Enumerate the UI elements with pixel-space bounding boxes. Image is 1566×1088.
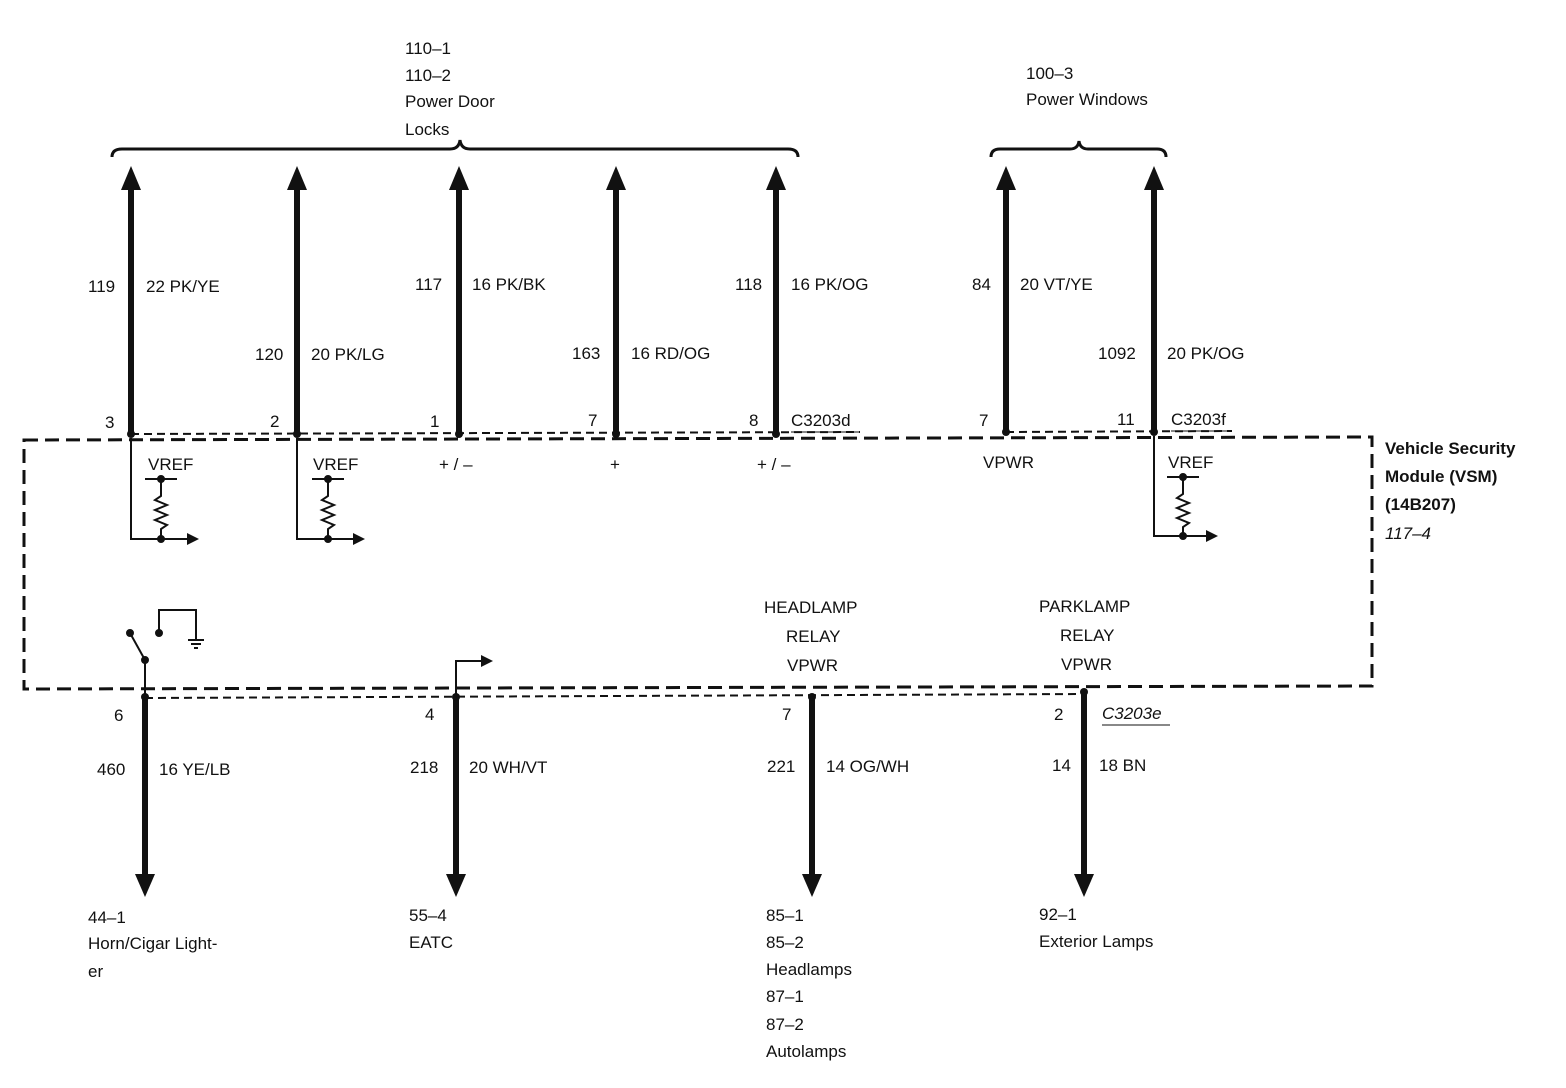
top-wire-6 bbox=[996, 166, 1016, 436]
bottom-wire-4 bbox=[1074, 688, 1094, 897]
top-wire-5 bbox=[766, 166, 786, 438]
dest-exterior-ref: 92–1 bbox=[1039, 905, 1077, 924]
top-wire-1-color: 22 PK/YE bbox=[146, 277, 220, 296]
door-locks-title-1: Power Door bbox=[405, 92, 495, 111]
door-locks-ref-2: 110–2 bbox=[405, 66, 451, 85]
internal-label-pin11: VREF bbox=[1168, 453, 1213, 472]
power-windows-ref: 100–3 bbox=[1026, 64, 1073, 83]
bottom-wire-2-pin: 4 bbox=[425, 705, 434, 724]
dest-eatc-title: EATC bbox=[409, 933, 453, 952]
bottom-wire-3 bbox=[802, 693, 822, 897]
parklamp-relay-label-1: PARKLAMP bbox=[1039, 597, 1130, 616]
bottom-wire-3-circuit: 221 bbox=[767, 757, 795, 776]
internal-label-pin2: VREF bbox=[313, 455, 358, 474]
top-wire-5-pin: 8 bbox=[749, 411, 758, 430]
connector-f-label: C3203f bbox=[1171, 410, 1226, 429]
pullup-resistor-pin2 bbox=[296, 438, 365, 545]
bottom-wire-1-color: 16 YE/LB bbox=[159, 760, 231, 779]
top-wire-3-circuit: 117 bbox=[415, 275, 442, 294]
top-wire-5-color: 16 PK/OG bbox=[791, 275, 868, 294]
connector-e-line bbox=[144, 693, 1085, 699]
top-wire-2-circuit: 120 bbox=[255, 345, 283, 364]
eatc-internal-ref bbox=[455, 655, 493, 695]
bottom-wire-1-circuit: 460 bbox=[97, 760, 125, 779]
door-locks-ref-1: 110–1 bbox=[405, 39, 451, 58]
top-wire-7-pin: 11 bbox=[1117, 410, 1135, 429]
horn-relay-switch bbox=[126, 609, 197, 695]
dest-headlamps-ref-1: 85–1 bbox=[766, 906, 804, 925]
bottom-wire-1 bbox=[135, 693, 155, 897]
bottom-wire-4-color: 18 BN bbox=[1099, 756, 1146, 775]
top-wire-1 bbox=[121, 166, 141, 438]
headlamp-relay-label-2: RELAY bbox=[786, 627, 841, 646]
parklamp-relay-label-2: RELAY bbox=[1060, 626, 1115, 645]
bottom-wire-4-circuit: 14 bbox=[1052, 756, 1071, 775]
dest-eatc-ref: 55–4 bbox=[409, 906, 447, 925]
internal-label-pin1: + / – bbox=[439, 455, 473, 474]
dest-horn-ref: 44–1 bbox=[88, 908, 126, 927]
top-wire-2 bbox=[287, 166, 307, 438]
dest-headlamps-title: Headlamps bbox=[766, 960, 852, 979]
module-boundary bbox=[22, 435, 1374, 691]
dest-autolamps-ref-2: 87–2 bbox=[766, 1015, 804, 1034]
dest-autolamps-title: Autolamps bbox=[766, 1042, 846, 1061]
top-wire-3 bbox=[449, 166, 469, 438]
top-wire-6-circuit: 84 bbox=[972, 275, 991, 294]
top-wire-1-pin: 3 bbox=[105, 413, 114, 432]
bottom-wire-2-circuit: 218 bbox=[410, 758, 438, 777]
bottom-wire-3-color: 14 OG/WH bbox=[826, 757, 909, 776]
bottom-wire-2 bbox=[446, 693, 466, 897]
top-wire-6-pin: 7 bbox=[979, 411, 988, 430]
door-locks-brace bbox=[110, 139, 800, 158]
top-wire-1-circuit: 119 bbox=[88, 277, 115, 296]
bottom-wire-3-pin: 7 bbox=[782, 705, 791, 724]
module-name-line-3: (14B207) bbox=[1385, 495, 1456, 514]
top-wire-2-pin: 2 bbox=[270, 412, 279, 431]
connector-d-line bbox=[130, 431, 861, 435]
dest-horn-title-1: Horn/Cigar Light- bbox=[88, 934, 217, 953]
internal-label-pin3: VREF bbox=[148, 455, 193, 474]
internal-label-pin7a: + bbox=[610, 455, 620, 474]
top-wire-6-color: 20 VT/YE bbox=[1020, 275, 1093, 294]
top-wire-3-color: 16 PK/BK bbox=[472, 275, 546, 294]
internal-label-pin7b: VPWR bbox=[983, 453, 1034, 472]
top-wire-3-pin: 1 bbox=[430, 412, 439, 431]
top-wire-7-circuit: 1092 bbox=[1098, 344, 1136, 363]
module-ref: 117–4 bbox=[1385, 524, 1431, 543]
top-wire-4-color: 16 RD/OG bbox=[631, 344, 710, 363]
headlamp-relay-label-3: VPWR bbox=[787, 656, 838, 675]
internal-label-pin8: + / – bbox=[757, 455, 791, 474]
power-windows-title: Power Windows bbox=[1026, 90, 1148, 109]
module-name-line-2: Module (VSM) bbox=[1385, 467, 1497, 486]
top-wire-7 bbox=[1144, 166, 1164, 436]
ground-icon bbox=[188, 639, 204, 649]
dest-autolamps-ref-1: 87–1 bbox=[766, 987, 804, 1006]
dest-exterior-title: Exterior Lamps bbox=[1039, 932, 1153, 951]
top-wire-5-circuit: 118 bbox=[735, 275, 762, 294]
connector-d-label: C3203d bbox=[791, 411, 851, 430]
dest-headlamps-ref-2: 85–2 bbox=[766, 933, 804, 952]
top-wire-7-color: 20 PK/OG bbox=[1167, 344, 1244, 363]
bottom-wire-1-pin: 6 bbox=[114, 706, 123, 725]
top-wire-2-color: 20 PK/LG bbox=[311, 345, 385, 364]
pullup-resistor-pin3 bbox=[130, 438, 199, 545]
top-wire-4-circuit: 163 bbox=[572, 344, 600, 363]
connector-e-label: C3203e bbox=[1102, 704, 1162, 723]
top-wire-4 bbox=[606, 166, 626, 438]
dest-horn-title-2: er bbox=[88, 962, 103, 981]
bottom-wire-4-pin: 2 bbox=[1054, 705, 1063, 724]
bottom-wire-2-color: 20 WH/VT bbox=[469, 758, 547, 777]
pullup-resistor-pin11 bbox=[1153, 436, 1218, 542]
power-windows-brace bbox=[989, 140, 1168, 158]
door-locks-title-2: Locks bbox=[405, 120, 449, 139]
module-name-line-1: Vehicle Security bbox=[1385, 439, 1516, 458]
top-wire-4-pin: 7 bbox=[588, 411, 597, 430]
parklamp-relay-label-3: VPWR bbox=[1061, 655, 1112, 674]
headlamp-relay-label-1: HEADLAMP bbox=[764, 598, 858, 617]
